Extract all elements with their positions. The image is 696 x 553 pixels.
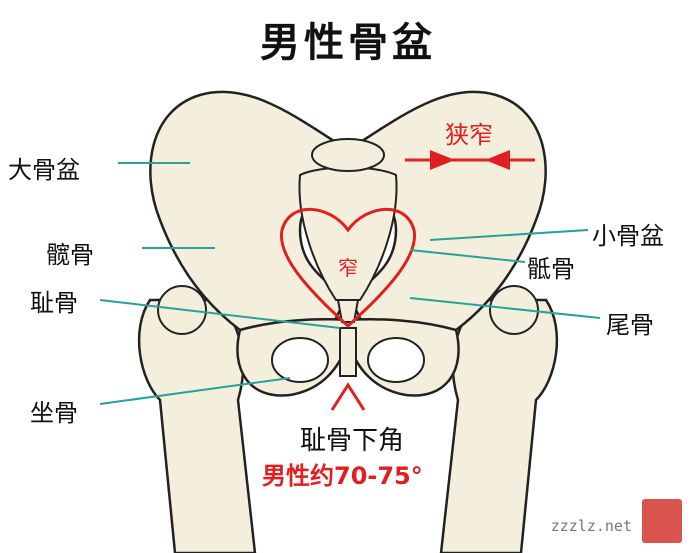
lumbar-vertebra (311, 138, 385, 172)
page-title: 男性骨盆 (260, 20, 436, 66)
label-coccyx: 尾骨 (606, 311, 654, 339)
leader-coccyx (409, 297, 601, 319)
label-ischium: 坐骨 (30, 399, 78, 427)
label-narrow-inner: 窄 (338, 256, 358, 280)
right-femoral-head (489, 285, 539, 335)
leader-pubis (99, 299, 341, 329)
label-angle-value: 男性约70-75° (262, 462, 423, 490)
narrow-arrow-right (485, 150, 510, 170)
leader-sacrum (409, 249, 526, 263)
watermark-text: zzzlz.net (550, 517, 632, 535)
leader-lesser-pelvis (429, 229, 589, 241)
seal-logo (642, 499, 682, 543)
pelvic-inlet-heart (280, 207, 416, 329)
label-pubis: 耻骨 (30, 289, 78, 317)
subpubic-angle-mark (330, 382, 366, 411)
label-narrow-top: 狭窄 (445, 121, 493, 149)
pubic-symphysis (339, 327, 357, 377)
label-greater-pelvis: 大骨盆 (8, 156, 80, 184)
label-lesser-pelvis: 小骨盆 (592, 222, 664, 250)
right-obturator (367, 337, 425, 383)
left-obturator (271, 337, 329, 383)
label-ilium: 髋骨 (46, 241, 94, 269)
label-sacrum: 骶骨 (527, 255, 575, 283)
right-ilium (346, 90, 547, 347)
label-subpubic-angle: 耻骨下角 (300, 426, 405, 456)
narrow-arrow-left (430, 150, 455, 170)
leader-ischium (99, 377, 291, 405)
